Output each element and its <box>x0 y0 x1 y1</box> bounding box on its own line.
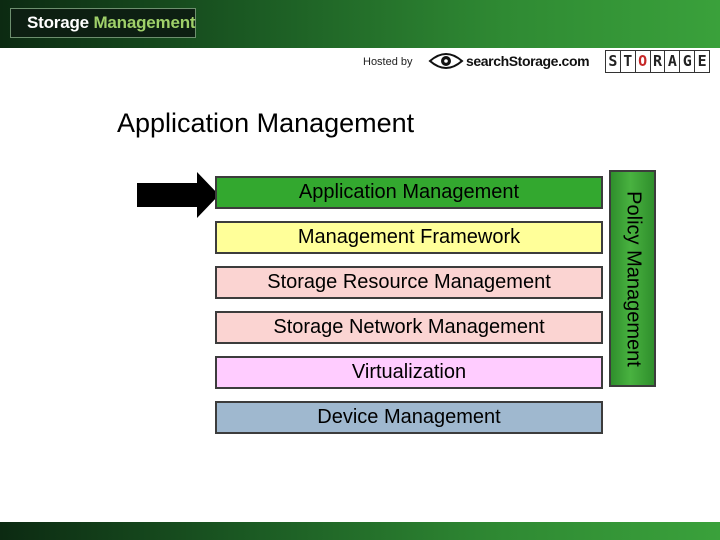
storage-logo-letter: S <box>605 50 621 73</box>
logo-word-management: Management <box>93 13 196 32</box>
logo-text: Storage Management <box>27 13 196 33</box>
slide-title: Application Management <box>117 108 415 138</box>
logo-word-storage: Storage <box>27 13 89 32</box>
storage-management-logo: Storage Management <box>10 8 196 38</box>
storage-logo-letter: O <box>634 50 651 73</box>
storage-logo-letter: G <box>679 50 696 73</box>
layer-storage-network-management: Storage Network Management <box>215 311 603 344</box>
hosted-by-label: Hosted by <box>363 56 413 68</box>
eye-icon <box>428 53 464 69</box>
layer-virtualization: Virtualization <box>215 356 603 389</box>
layer-management-framework: Management Framework <box>215 221 603 254</box>
header-banner: Storage Management <box>0 0 720 48</box>
arrow-right-icon <box>137 172 219 218</box>
layer-device-management: Device Management <box>215 401 603 434</box>
storage-logo-letter: T <box>619 50 636 73</box>
policy-management-bar: Policy Management <box>609 170 656 387</box>
searchstorage-logo[interactable]: searchStorage.com <box>466 53 590 69</box>
footer-banner <box>0 522 720 540</box>
storage-logo-letter: R <box>649 50 666 73</box>
policy-management-label: Policy Management <box>622 190 644 367</box>
storage-logo-letter: A <box>664 50 681 73</box>
layer-storage-resource-management: Storage Resource Management <box>215 266 603 299</box>
storage-logo-letter: E <box>694 50 711 73</box>
layer-application-management: Application Management <box>215 176 603 209</box>
